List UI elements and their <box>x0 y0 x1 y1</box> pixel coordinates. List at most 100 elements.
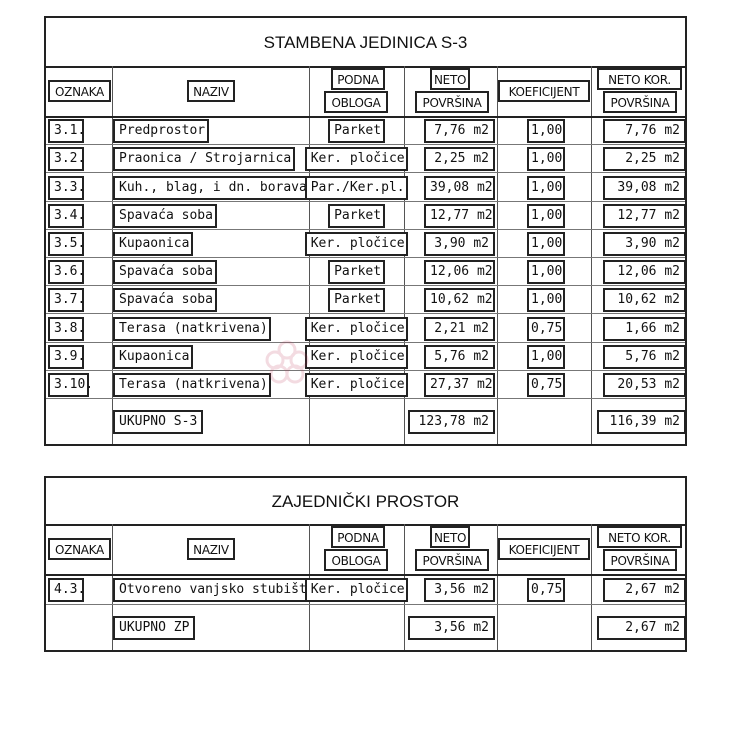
cell-naziv: Terasa (natkrivena) <box>113 316 272 341</box>
cell-neto: 12,06 m2 <box>424 260 495 285</box>
cell-naziv: Praonica / Strojarnica <box>113 147 295 172</box>
table-title: ZAJEDNIČKI PROSTOR <box>46 478 685 526</box>
column-divider <box>591 66 592 444</box>
header-neto-kor: NETO KOR. <box>597 68 682 90</box>
cell-neto-kor: 2,67 m2 <box>603 578 686 602</box>
header-kor-povrsina: POVRŠINA <box>603 91 677 113</box>
cell-neto: 3,90 m2 <box>424 231 495 256</box>
cell-neto: 5,76 m2 <box>424 344 495 369</box>
row-divider <box>46 144 685 146</box>
cell-oznaka: 3.7. <box>48 288 85 313</box>
column-divider <box>112 66 113 444</box>
flower-logo-icon <box>265 340 309 384</box>
cell-neto-kor: 20,53 m2 <box>603 372 686 397</box>
cell-obloga: Ker. pločice <box>304 316 409 341</box>
cell-naziv: Spavaća soba <box>113 203 217 228</box>
cell-oznaka: 3.3. <box>48 175 85 200</box>
cell-neto-kor: 7,76 m2 <box>603 119 686 144</box>
header-koeficijent: KOEFICIJENT <box>498 538 590 560</box>
cell-obloga: Parket <box>328 288 385 313</box>
cell-obloga: Ker. pločice <box>304 147 409 172</box>
column-divider <box>497 66 498 444</box>
header-neto-kor: NETO KOR. <box>597 526 682 548</box>
column-divider <box>497 524 498 650</box>
cell-oznaka: 3.1. <box>48 119 85 144</box>
table-row: 3.8. Terasa (natkrivena) Ker. pločice 2,21 … <box>46 316 686 341</box>
cell-naziv: Spavaća soba <box>113 260 217 285</box>
total-neto-kor: 2,67 m2 <box>597 616 686 640</box>
cell-obloga: Parket <box>328 203 385 228</box>
cell-koeficijent: 1,00 <box>527 231 565 256</box>
row-divider <box>46 116 685 118</box>
cell-koeficijent: 1,00 <box>527 344 565 369</box>
total-neto: 123,78 m2 <box>408 410 495 434</box>
cell-neto: 7,76 m2 <box>424 119 495 144</box>
header-oznaka: OZNAKA <box>48 538 111 560</box>
total-label: UKUPNO S-3 <box>113 410 203 434</box>
cell-obloga: Ker. pločice <box>304 344 409 369</box>
row-divider <box>46 369 685 371</box>
cell-neto: 27,37 m2 <box>424 372 495 397</box>
header-koeficijent: KOEFICIJENT <box>498 80 590 102</box>
cell-neto: 2,21 m2 <box>424 316 495 341</box>
row-divider <box>46 341 685 343</box>
cell-koeficijent: 1,00 <box>527 147 565 172</box>
cell-obloga: Ker. pločice <box>304 372 409 397</box>
cell-neto: 2,25 m2 <box>424 147 495 172</box>
cell-neto: 39,08 m2 <box>424 175 495 200</box>
header-neto-povrsina: POVRŠINA <box>415 91 489 113</box>
row-divider <box>46 257 685 258</box>
cell-neto-kor: 10,62 m2 <box>603 288 686 313</box>
cell-naziv: Kupaonica <box>113 231 194 256</box>
cell-oznaka: 3.6. <box>48 260 85 285</box>
cell-neto: 3,56 m2 <box>424 578 495 602</box>
header-oznaka: OZNAKA <box>48 80 111 102</box>
row-divider <box>46 172 685 174</box>
cell-oznaka: 3.5. <box>48 231 85 256</box>
cell-neto-kor: 2,25 m2 <box>603 147 686 172</box>
cell-neto: 10,62 m2 <box>424 288 495 313</box>
table-title: STAMBENA JEDINICA S-3 <box>46 18 685 68</box>
header-neto: NETO <box>430 68 470 90</box>
cell-neto: 12,77 m2 <box>424 203 495 228</box>
row-divider <box>46 285 685 287</box>
cell-koeficijent: 1,00 <box>527 119 565 144</box>
total-label: UKUPNO ZP <box>113 616 196 640</box>
header-kor-povrsina: POVRŠINA <box>603 549 677 571</box>
cell-obloga: Parket <box>328 119 385 144</box>
cell-naziv: Kupaonica <box>113 344 194 369</box>
row-divider <box>46 200 685 202</box>
cell-oznaka: 4.3. <box>48 578 85 602</box>
cell-oznaka: 3.4. <box>48 203 85 228</box>
cell-naziv: Kuh., blag, i dn. boravak <box>113 175 315 200</box>
cell-obloga: Parket <box>328 260 385 285</box>
cell-neto-kor: 39,08 m2 <box>603 175 686 200</box>
table-row: 3.2. Praonica / Strojarnica Ker. pločice 2,… <box>46 147 686 172</box>
cell-koeficijent: 1,00 <box>527 175 565 200</box>
cell-naziv: Spavaća soba <box>113 288 217 313</box>
cell-neto-kor: 1,66 m2 <box>603 316 686 341</box>
cell-oznaka: 3.2. <box>48 147 85 172</box>
row-divider <box>46 398 685 399</box>
header-neto-povrsina: POVRŠINA <box>415 549 489 571</box>
cell-obloga: Ker. pločice <box>304 231 409 256</box>
cell-koeficijent: 0,75 <box>527 578 565 602</box>
cell-oznaka: 3.8. <box>48 316 85 341</box>
header-obloga: OBLOGA <box>324 91 388 113</box>
cell-obloga: Ker. pločice <box>304 578 409 602</box>
header-naziv: NAZIV <box>187 80 235 102</box>
header-obloga: OBLOGA <box>324 549 388 571</box>
cell-neto-kor: 3,90 m2 <box>603 231 686 256</box>
cell-neto-kor: 5,76 m2 <box>603 344 686 369</box>
cell-koeficijent: 0,75 <box>527 372 565 397</box>
cell-koeficijent: 1,00 <box>527 260 565 285</box>
